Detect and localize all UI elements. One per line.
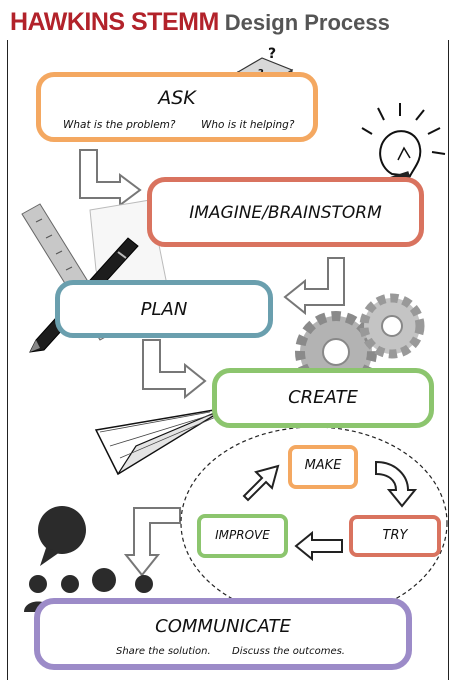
cycle-arrow-try-to-improve [294,530,343,562]
svg-text:?: ? [268,46,276,62]
ask-box: ASK What is the problem? Who is it helpi… [36,72,318,142]
plan-box: PLAN [55,280,273,338]
communicate-discuss: Discuss the outcomes. [232,646,345,657]
page-frame [7,40,449,680]
brand-name: HAWKINS STEMM [10,8,219,36]
improve-label: IMPROVE [215,528,270,542]
plan-label: PLAN [140,299,188,320]
cycle-arrow-improve-to-make [242,464,280,502]
ask-label: ASK [158,87,196,109]
arrow-imagine-to-plan [283,257,345,316]
create-label: CREATE [288,387,358,408]
make-label: MAKE [304,458,342,473]
communicate-share: Share the solution. [116,646,211,657]
try-box: TRY [349,515,441,557]
create-box: CREATE [212,368,434,428]
arrow-ask-to-imagine [79,149,142,207]
ask-question-problem: What is the problem? [63,119,176,131]
imagine-box: IMAGINE/BRAINSTORM [147,177,424,247]
title-subtitle: Design Process [224,10,390,35]
paper-plane-icon [94,407,227,476]
arrow-plan-to-create [142,339,207,400]
imagine-label: IMAGINE/BRAINSTORM [189,203,382,223]
communicate-box: COMMUNICATE Share the solution. Discuss … [34,598,412,670]
arrow-improve-to-communicate [123,507,181,577]
communicate-label: COMMUNICATE [155,616,291,637]
try-label: TRY [382,528,408,543]
improve-box: IMPROVE [197,514,288,558]
cycle-arrow-make-to-try [375,460,418,508]
ask-question-helping: Who is it helping? [201,119,295,131]
make-box: MAKE [288,445,358,489]
